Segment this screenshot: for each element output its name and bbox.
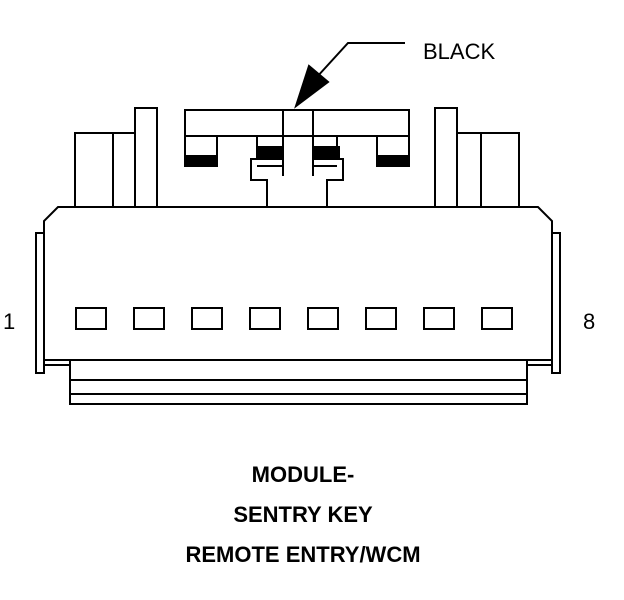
pin-cavity-1 — [75, 307, 107, 330]
pin-cavity-4 — [249, 307, 281, 330]
callout-label: BLACK — [423, 39, 495, 64]
pin-number-first: 1 — [3, 309, 15, 334]
pin-cavity-2 — [133, 307, 165, 330]
pin-cavities — [75, 307, 513, 330]
pin-cavity-7 — [423, 307, 455, 330]
pin-cavity-3 — [191, 307, 223, 330]
side-rails — [35, 232, 561, 374]
pin-cavity-8 — [481, 307, 513, 330]
top-lock-bar — [184, 109, 410, 208]
connector-base — [69, 359, 528, 405]
callout-leader — [294, 42, 405, 109]
connector-body — [43, 206, 553, 361]
left-latch — [74, 107, 158, 208]
pin-number-last: 8 — [583, 309, 595, 334]
caption-line-2: SENTRY KEY — [233, 502, 373, 527]
pin-cavity-6 — [365, 307, 397, 330]
caption-line-1: MODULE- — [252, 462, 355, 487]
right-latch — [434, 107, 520, 208]
caption-line-3: REMOTE ENTRY/WCM — [185, 542, 420, 567]
pin-cavity-5 — [307, 307, 339, 330]
